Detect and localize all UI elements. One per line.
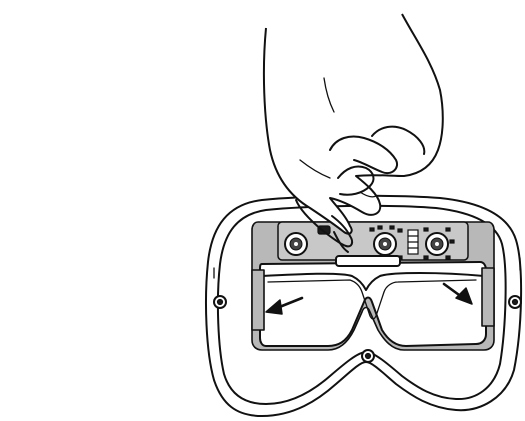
left-clip bbox=[252, 270, 264, 330]
lens-tab bbox=[336, 256, 400, 266]
screw-icon bbox=[214, 296, 226, 308]
screw-icon bbox=[509, 296, 521, 308]
screw-icon bbox=[362, 350, 374, 362]
knob-icon bbox=[285, 233, 307, 255]
right-clip bbox=[482, 268, 494, 326]
knob-icon bbox=[374, 233, 396, 255]
knob-icon bbox=[426, 233, 448, 255]
sensitivity-slider bbox=[408, 230, 418, 254]
